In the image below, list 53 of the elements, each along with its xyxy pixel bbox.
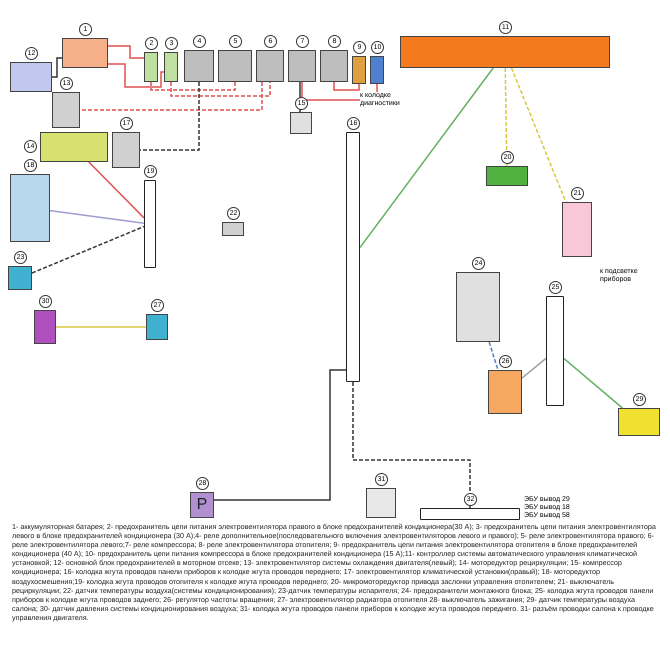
wire <box>564 358 623 409</box>
fan-drawing <box>52 92 80 128</box>
connector-strip <box>420 508 520 520</box>
wire <box>108 45 144 59</box>
wire <box>170 82 271 97</box>
fuse-block <box>10 62 52 92</box>
wire <box>504 68 508 166</box>
fuse-block <box>352 56 366 84</box>
wire <box>108 63 164 88</box>
wire <box>88 161 145 218</box>
fuse-block <box>370 56 384 84</box>
relay-block <box>184 50 214 82</box>
sensor-block <box>618 408 660 436</box>
connector-strip <box>144 180 156 268</box>
wire <box>140 82 200 151</box>
wire <box>50 210 144 224</box>
fuse-block <box>456 272 500 342</box>
motor-block <box>486 166 528 186</box>
fuse-block <box>144 52 158 82</box>
compressor-block <box>290 112 312 134</box>
controller-block <box>400 36 610 68</box>
wire <box>359 68 494 248</box>
sensor-block <box>8 266 32 290</box>
regulator-block <box>488 370 522 414</box>
fan-block <box>146 314 168 340</box>
switch-block <box>562 202 592 257</box>
wire <box>333 82 360 91</box>
sensor-block <box>222 222 244 236</box>
fan-drawing <box>112 132 140 168</box>
connector-block <box>366 488 396 518</box>
connector-strip <box>346 132 360 382</box>
wire <box>214 369 346 501</box>
relay-block <box>218 50 252 82</box>
motor-block <box>10 174 50 242</box>
switch-block <box>190 492 214 518</box>
wire <box>150 82 236 91</box>
sensor-block <box>34 310 56 344</box>
relay-block <box>288 50 316 82</box>
switch-letter: P <box>196 496 208 514</box>
connector-strip <box>546 296 564 406</box>
wire <box>56 326 146 328</box>
wire <box>510 68 567 202</box>
wire <box>522 358 546 379</box>
wire <box>352 382 471 508</box>
wire <box>32 226 144 274</box>
battery-block <box>62 38 108 68</box>
fuse-block <box>164 52 178 82</box>
wire <box>52 57 62 78</box>
relay-block <box>256 50 284 82</box>
motor-block <box>40 132 108 162</box>
relay-block <box>320 50 348 82</box>
wire <box>80 82 263 111</box>
wire <box>488 342 499 370</box>
